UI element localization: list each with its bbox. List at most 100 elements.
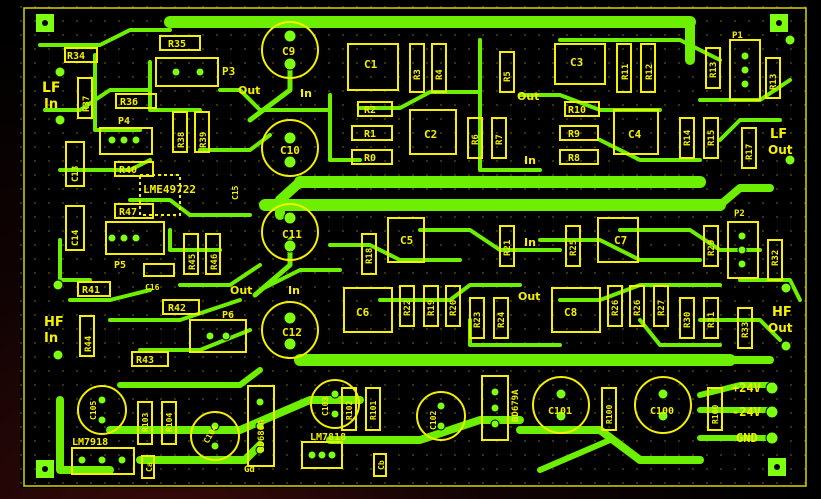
label-c101: C101 [548,406,572,417]
label-c4: C4 [628,128,642,141]
label-r103: R103 [141,413,150,432]
label-r40: R40 [119,165,137,176]
label-r24: R24 [497,311,507,328]
label-gd: Gd [244,465,255,475]
label-out-4: Out [518,290,540,303]
label-gnd: GND [736,431,758,445]
label-r21: R21 [503,240,513,256]
label-r100b: R100 [711,405,720,424]
label-lf-out-out: Out [768,143,793,157]
label-r25: R25 [569,240,579,256]
label-r35: R35 [168,39,186,50]
label-r30: R30 [683,312,693,328]
label-out-3: Out [517,90,539,103]
label-c12: C12 [282,326,302,339]
label-out-2: Out [230,284,252,297]
label-c10: C10 [280,144,300,157]
label-in-2: In [288,284,300,297]
label-out-1: Out [238,84,260,97]
label-r29: R29 [707,240,717,256]
component-pads [52,29,796,465]
label-r2: R2 [364,105,376,116]
label-in-4: In [524,236,536,249]
label-c103: C103 [321,397,330,416]
label-in-3: In [524,154,536,167]
label-r9: R9 [568,129,580,140]
label-r26a: R26 [611,300,621,316]
label-lf-in-in: In [44,97,58,112]
label-r43: R43 [136,355,154,366]
silkscreen-outlines [64,21,783,479]
label-r39: R39 [199,132,209,148]
label-c3: C3 [570,56,583,69]
label-minus24: -24V [732,405,761,419]
label-c11: C11 [282,228,302,241]
label-r42: R42 [168,303,186,314]
label-r13b: R13 [769,74,779,90]
label-r12: R12 [645,64,655,80]
label-r7: R7 [495,134,505,145]
label-r5: R5 [503,71,513,82]
label-hf-in-hf: HF [44,315,64,330]
label-in-1: In [300,87,312,100]
label-c1: C1 [364,58,378,71]
label-c2: C2 [424,128,437,141]
label-lf-out-lf: LF [770,127,787,142]
label-r23: R23 [473,312,483,328]
label-hf-out-out: Out [768,321,793,335]
label-r14: R14 [683,129,693,146]
label-r100a: R100 [605,405,614,424]
label-hf-in-in: In [44,331,58,346]
label-r8: R8 [568,153,580,164]
label-c105: C105 [89,401,98,420]
label-r4: R4 [435,69,445,80]
label-c8: C8 [564,306,577,319]
label-r36: R36 [120,97,138,108]
label-lm7818: LM7818 [310,432,346,443]
label-c5: C5 [400,234,413,247]
label-bd680a: BD680A [257,419,267,452]
label-p6: P6 [222,310,234,321]
label-r46: R46 [210,254,220,270]
label-c7: C7 [614,234,627,247]
label-ca: Ca [145,462,154,472]
label-bd679a: BD679A [511,389,521,422]
label-r22: R22 [403,300,413,316]
label-c6: C6 [356,306,370,319]
label-p5: P5 [114,260,126,271]
label-r45: R45 [188,254,198,270]
label-r102: R102 [345,401,354,420]
label-cb: Cb [377,460,386,470]
label-r6: R6 [471,134,481,145]
label-c15: C15 [231,185,240,200]
label-c13: C13 [71,166,81,182]
label-r10: R10 [568,105,586,116]
label-c100: C100 [650,406,674,417]
label-c14: C14 [71,229,81,246]
label-r32: R32 [771,250,781,266]
label-r19: R19 [427,300,437,316]
label-r27: R27 [657,300,667,316]
label-r31: R31 [707,312,717,328]
label-r37: R37 [82,96,92,112]
label-r17: R17 [745,144,755,160]
label-r26b: R26 [633,300,643,316]
label-r20: R20 [449,300,459,316]
label-r0: R0 [364,153,376,164]
label-lf-in-lf: LF [42,80,60,96]
label-r44: R44 [84,335,94,352]
label-r18: R18 [365,248,375,264]
label-lme49722: LME49722 [143,183,196,196]
label-p3: P3 [222,65,235,78]
label-lm7918: LM7918 [72,437,108,448]
label-r41: R41 [82,285,100,296]
label-hf-out-hf: HF [772,305,792,320]
label-r33: R33 [741,322,751,338]
label-p4: P4 [118,116,130,127]
label-r34: R34 [67,51,85,62]
label-r1: R1 [364,129,376,140]
label-r11: R11 [621,64,631,80]
label-c102: C102 [429,411,438,430]
